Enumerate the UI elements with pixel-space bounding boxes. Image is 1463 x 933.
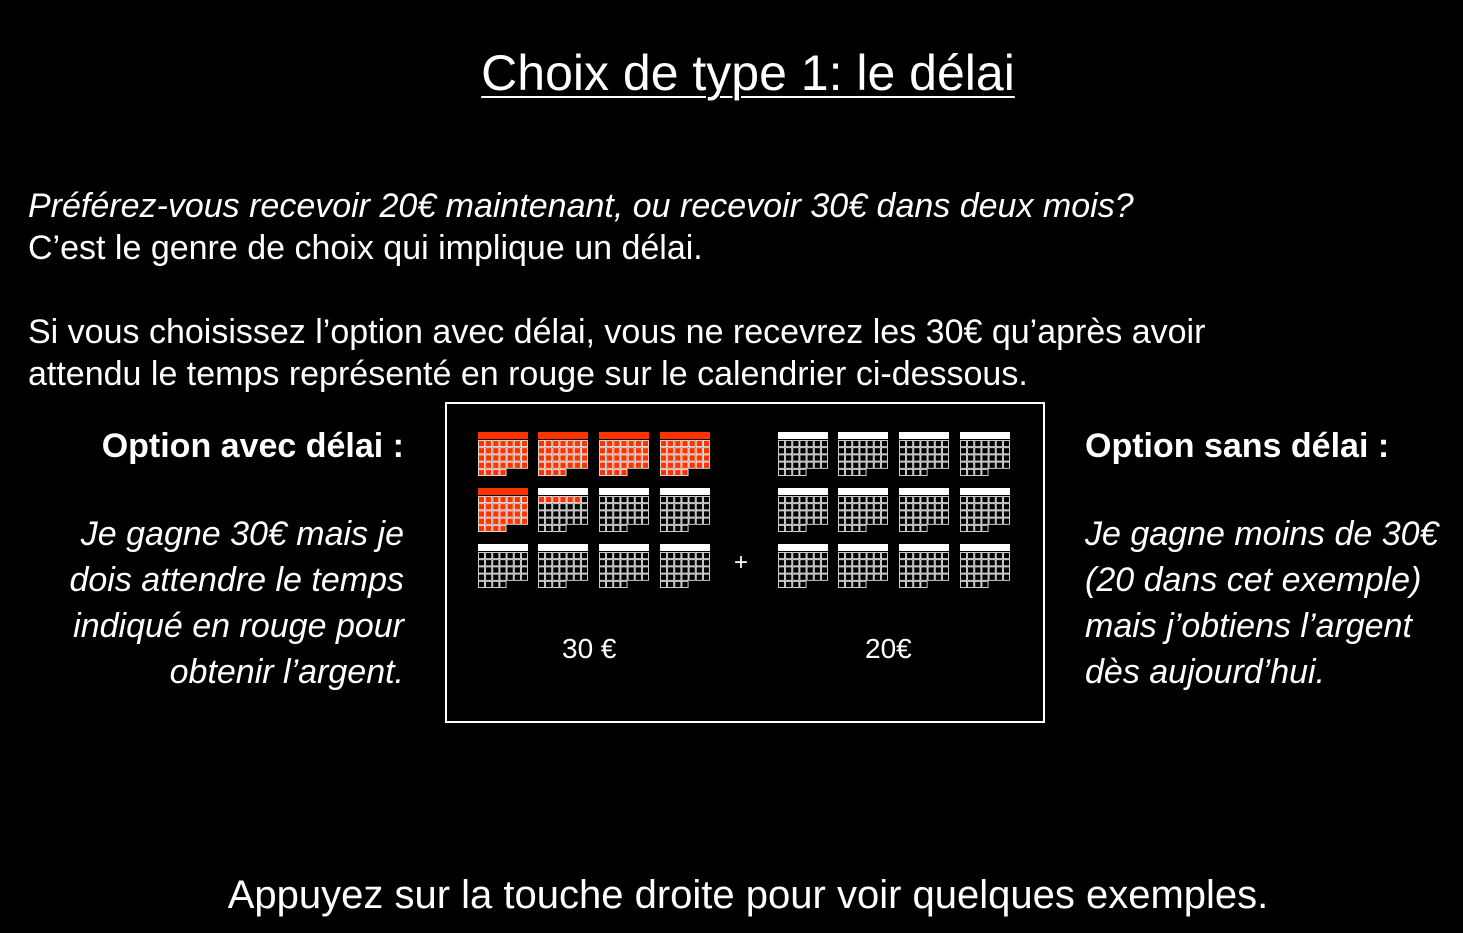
calendar-month-icon [599,544,649,588]
calendar-month-icon [778,432,828,476]
option-nodelay-heading: Option sans délai : [1085,427,1390,465]
intro-text: Préférez-vous recevoir 20€ maintenant, o… [28,185,1448,395]
calendar-month-icon [599,488,649,532]
calendar-month-icon [960,544,1010,588]
calendar-month-icon [838,432,888,476]
calendar-month-icon [899,544,949,588]
calendar-month-icon [838,544,888,588]
option-delay: Option avec délai : Je gagne 30€ mais je… [20,425,404,695]
calendar-month-icon [660,544,710,588]
intro-para2-line2: attendu le temps représenté en rouge sur… [28,355,1028,393]
calendar-month-icon [899,488,949,532]
calendar-month-icon [778,488,828,532]
calendar-month-icon [660,488,710,532]
calendar-month-icon [538,432,588,476]
option-nodelay-description: Je gagne moins de 30€ (20 dans cet exemp… [1085,515,1439,691]
calendar-month-icon [478,432,528,476]
amount-immediate: 20€ [865,633,912,664]
calendar-month-icon [960,488,1010,532]
intro-line2: C’est le genre de choix qui implique un … [28,229,703,267]
page-title: Choix de type 1: le délai [481,45,1015,101]
calendar-month-icon [899,432,949,476]
calendar-month-icon [778,544,828,588]
calendar-month-icon [538,544,588,588]
intro-question: Préférez-vous recevoir 20€ maintenant, o… [28,187,1134,225]
calendar-month-icon [538,488,588,532]
calendar-month-icon [960,432,1010,476]
plus-sign: + [734,549,749,576]
calendar-month-icon [660,432,710,476]
calendar-box [445,402,1045,723]
option-nodelay: Option sans délai : Je gagne moins de 30… [1085,425,1455,695]
calendar-month-icon [478,488,528,532]
calendar-month-icon [599,432,649,476]
option-delay-description: Je gagne 30€ mais je dois attendre le te… [69,515,404,691]
amount-delayed: 30 € [562,633,617,664]
calendar-month-icon [838,488,888,532]
intro-para2-line1: Si vous choisissez l’option avec délai, … [28,313,1206,351]
calendar-month-icon [478,544,528,588]
footer-instruction: Appuyez sur la touche droite pour voir q… [227,873,1269,917]
option-delay-heading: Option avec délai : [101,427,404,465]
